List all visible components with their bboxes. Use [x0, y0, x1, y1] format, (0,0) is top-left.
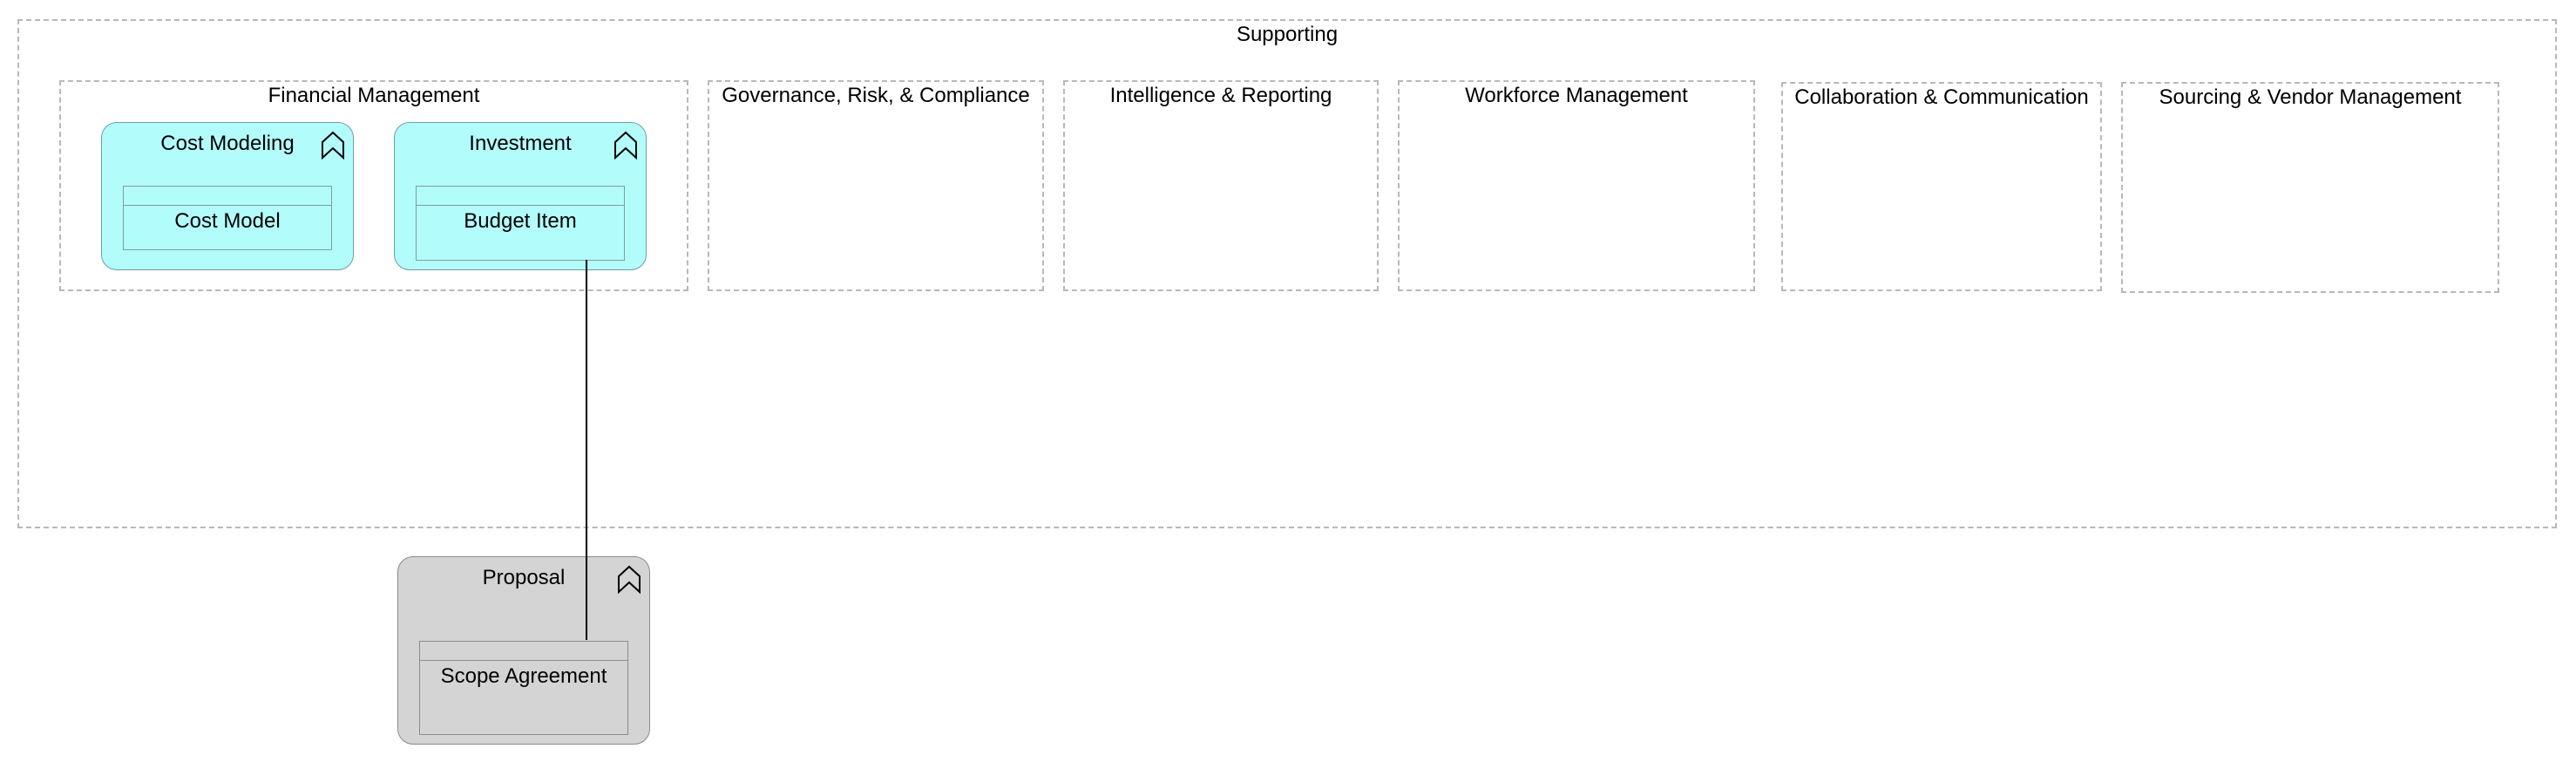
domain-title: Workforce Management	[1465, 84, 1688, 107]
domain-financial-management: Financial Management	[59, 80, 688, 291]
domain-workforce-management: Workforce Management	[1398, 80, 1755, 291]
domain-collaboration-communication: Collaboration & Communication	[1781, 82, 2102, 291]
domain-sourcing-vendor-management: Sourcing & Vendor Management	[2121, 82, 2499, 293]
capability-cost-modeling[interactable]: Cost Modeling Cost Model	[101, 122, 354, 270]
business-object-cost-model[interactable]: Cost Model	[123, 186, 332, 250]
business-object-scope-agreement[interactable]: Scope Agreement	[419, 641, 628, 735]
domain-title: Sourcing & Vendor Management	[2159, 85, 2462, 109]
business-object-budget-item[interactable]: Budget Item	[416, 186, 625, 261]
domain-title: Financial Management	[268, 84, 480, 107]
domain-intelligence-reporting: Intelligence & Reporting	[1063, 80, 1379, 291]
object-header	[124, 187, 331, 206]
object-label: Cost Model	[174, 209, 281, 233]
object-header	[417, 187, 624, 206]
supporting-group: Supporting	[17, 19, 2557, 528]
capability-chevron-icon	[614, 131, 637, 160]
supporting-title: Supporting	[1236, 23, 1339, 46]
capability-chevron-icon	[322, 131, 344, 160]
capability-title: Investment	[469, 132, 572, 155]
capability-chevron-icon	[618, 565, 641, 594]
capability-proposal[interactable]: Proposal Scope Agreement	[397, 556, 650, 745]
domain-governance-risk-compliance: Governance, Risk, & Compliance	[708, 80, 1044, 291]
capability-title: Proposal	[482, 566, 566, 589]
object-header	[420, 642, 627, 661]
domain-title: Governance, Risk, & Compliance	[722, 84, 1030, 107]
capability-title: Cost Modeling	[160, 132, 295, 155]
object-label: Budget Item	[464, 209, 577, 233]
object-label: Scope Agreement	[440, 664, 607, 688]
capability-investment[interactable]: Investment Budget Item	[394, 122, 647, 270]
domain-title: Collaboration & Communication	[1794, 85, 2089, 109]
domain-title: Intelligence & Reporting	[1109, 84, 1332, 107]
